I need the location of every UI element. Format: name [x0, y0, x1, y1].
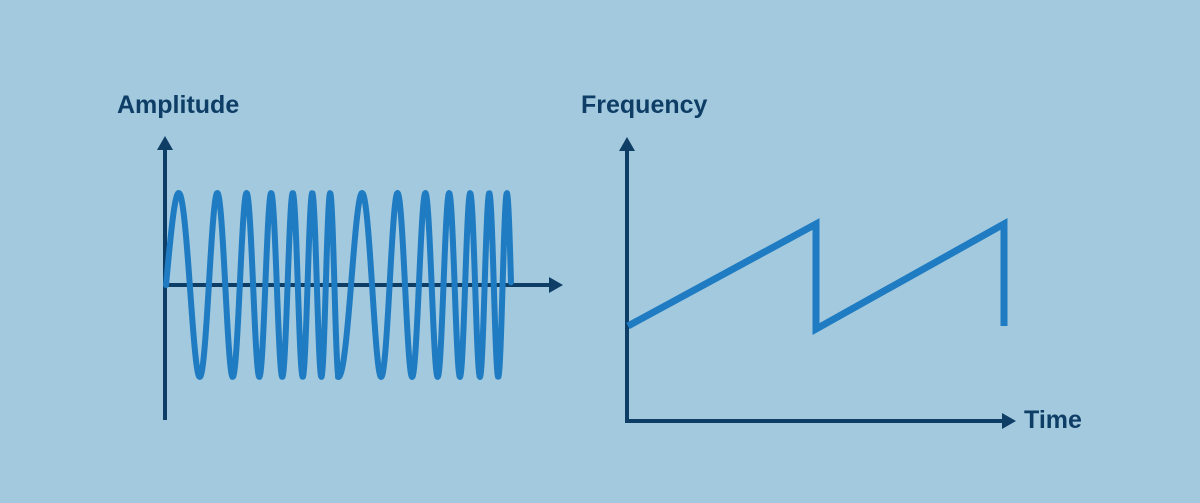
frequency-axes: [619, 137, 1016, 429]
amplitude-x-arrowhead: [549, 277, 563, 293]
chirp-waveform: [163, 190, 514, 380]
frequency-axis-label: Frequency: [581, 91, 708, 119]
amplitude-y-arrowhead: [157, 136, 173, 150]
frequency-y-arrowhead: [619, 137, 635, 151]
amplitude-axis-label: Amplitude: [117, 91, 240, 119]
time-axis-label: Time: [1024, 406, 1082, 434]
frequency-sawtooth: [626, 218, 1008, 335]
time-axis-arrowhead: [1002, 413, 1016, 429]
